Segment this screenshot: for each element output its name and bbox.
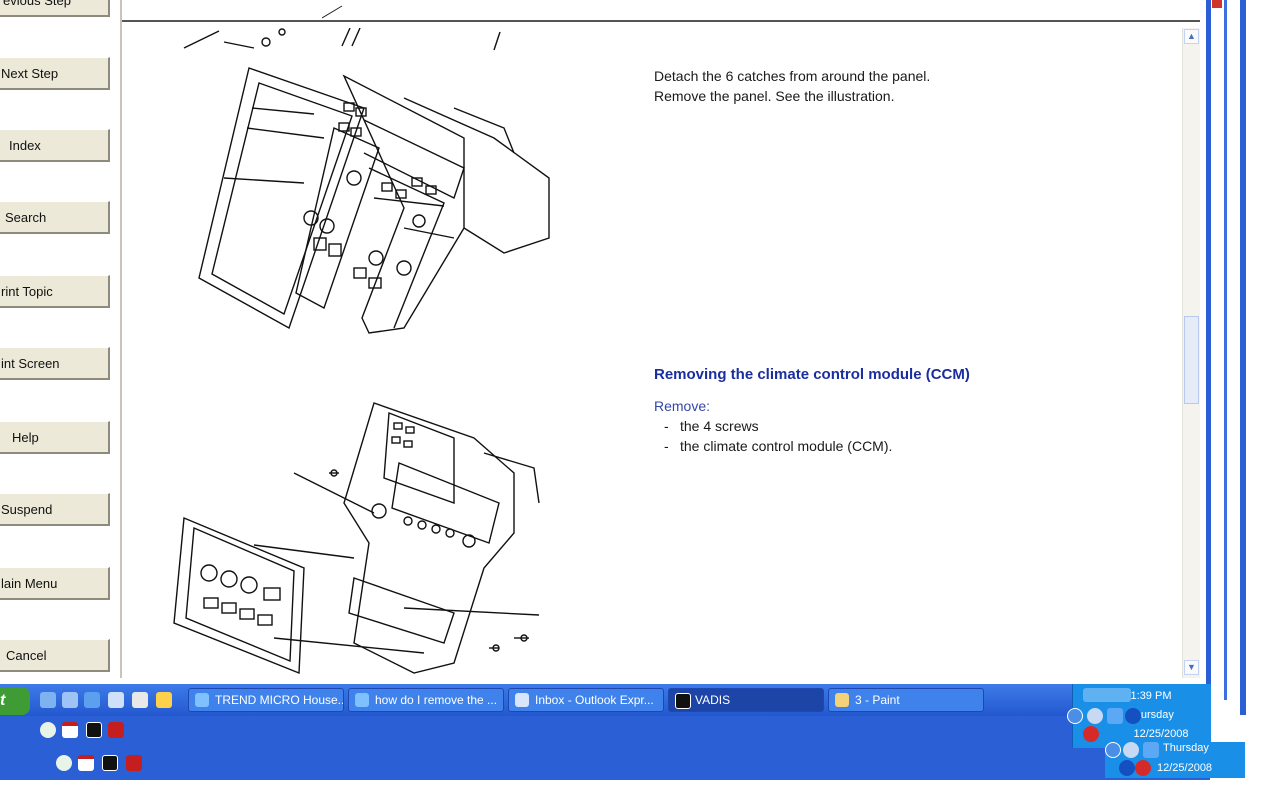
scroll-down-icon[interactable]: ▼ <box>1184 660 1199 675</box>
background-windows <box>1200 0 1280 720</box>
tray-icon[interactable] <box>1123 742 1139 758</box>
system-tray-2: Thursday 12/25/2008 <box>1105 742 1245 778</box>
index-button[interactable]: Index <box>0 129 110 162</box>
help-button[interactable]: Help <box>0 421 110 454</box>
search-button[interactable]: Search <box>0 201 110 234</box>
outlook-icon[interactable] <box>108 692 124 708</box>
clock-date: 12/25/2008 <box>1157 762 1213 774</box>
paint-icon <box>835 693 849 707</box>
scroll-up-icon[interactable]: ▲ <box>1184 29 1199 44</box>
system-tray: 1:39 PM Thursday 12/25/2008 <box>1067 684 1211 748</box>
clock-time: 1:39 PM <box>1130 690 1172 702</box>
ie-icon <box>355 693 369 707</box>
navigation-panel: evious Step Next Step Index Search rint … <box>0 0 122 678</box>
next-step-button[interactable]: Next Step <box>0 57 110 90</box>
trendmicro-icon[interactable] <box>78 755 94 771</box>
taskbar-item-vadis[interactable]: VADIS <box>668 688 824 712</box>
bluetooth-icon[interactable] <box>1125 708 1141 724</box>
taskbar-row-2 <box>0 716 1210 744</box>
security-icon[interactable] <box>1135 760 1151 776</box>
network-icon[interactable] <box>1107 708 1123 724</box>
trendmicro-icon[interactable] <box>62 722 78 738</box>
start-button[interactable]: t <box>0 687 30 715</box>
print-topic-button[interactable]: rint Topic <box>0 275 110 308</box>
list-item: -the 4 screws <box>664 418 759 434</box>
print-screen-button[interactable]: int Screen <box>0 347 110 380</box>
quicklaunch-icon[interactable] <box>62 692 78 708</box>
ie-icon <box>195 693 209 707</box>
messenger-icon[interactable] <box>156 692 172 708</box>
tray-icon[interactable] <box>1087 708 1103 724</box>
h-icon[interactable] <box>108 722 124 738</box>
clock-date: 12/25/2008 <box>1133 728 1189 740</box>
remove-label: Remove: <box>654 398 711 414</box>
outlook-icon <box>515 693 529 707</box>
desktop-edge <box>0 780 1280 800</box>
vertical-scrollbar[interactable]: ▲ ▼ <box>1182 28 1200 678</box>
ie-icon[interactable] <box>84 692 100 708</box>
bluetooth-icon[interactable] <box>1119 760 1135 776</box>
taskbar-row: t TREND MICRO House... how do I remove t… <box>0 684 1210 716</box>
main-menu-button[interactable]: lain Menu <box>0 567 110 600</box>
vadis-icon <box>675 693 691 709</box>
cancel-button[interactable]: Cancel <box>0 639 110 672</box>
clock-day: Thursday <box>1163 742 1209 754</box>
tray-icons[interactable] <box>1083 688 1131 702</box>
media-icon[interactable] <box>132 692 148 708</box>
content-pane: Detach the 6 catches from around the pan… <box>124 28 1182 678</box>
security-icon[interactable] <box>1083 726 1099 742</box>
network-icon[interactable] <box>1143 742 1159 758</box>
tray-icon[interactable] <box>56 755 72 771</box>
panel-divider <box>120 0 122 678</box>
illustration-fragment <box>322 5 343 19</box>
taskbar-row-3 <box>0 748 1210 778</box>
vadis-icon[interactable] <box>102 755 118 771</box>
taskbar: t TREND MICRO House... how do I remove t… <box>0 684 1211 780</box>
taskbar-item-trend-micro[interactable]: TREND MICRO House... <box>188 688 344 712</box>
taskbar-item-outlook[interactable]: Inbox - Outlook Expr... <box>508 688 664 712</box>
chevron-left-icon[interactable] <box>1105 742 1121 758</box>
section-heading: Removing the climate control module (CCM… <box>654 366 970 383</box>
panel-illustration <box>183 28 550 334</box>
vadis-icon[interactable] <box>86 722 102 738</box>
top-frame <box>122 0 1200 22</box>
scroll-thumb[interactable] <box>1184 316 1199 404</box>
close-icon[interactable] <box>1212 0 1222 8</box>
chevron-left-icon[interactable] <box>1067 708 1083 724</box>
list-item: -the climate control module (CCM). <box>664 438 893 454</box>
taskbar-item-paint[interactable]: 3 - Paint <box>828 688 984 712</box>
previous-step-button[interactable]: evious Step <box>0 0 110 17</box>
taskbar-item-ie[interactable]: how do I remove the ... <box>348 688 504 712</box>
instruction-line-2: Remove the panel. See the illustration. <box>654 88 895 104</box>
quicklaunch-icon[interactable] <box>40 692 56 708</box>
h-icon[interactable] <box>126 755 142 771</box>
instruction-line-1: Detach the 6 catches from around the pan… <box>654 68 931 84</box>
ccm-illustration <box>173 402 540 675</box>
suspend-button[interactable]: Suspend <box>0 493 110 526</box>
tray-icon[interactable] <box>40 722 56 738</box>
